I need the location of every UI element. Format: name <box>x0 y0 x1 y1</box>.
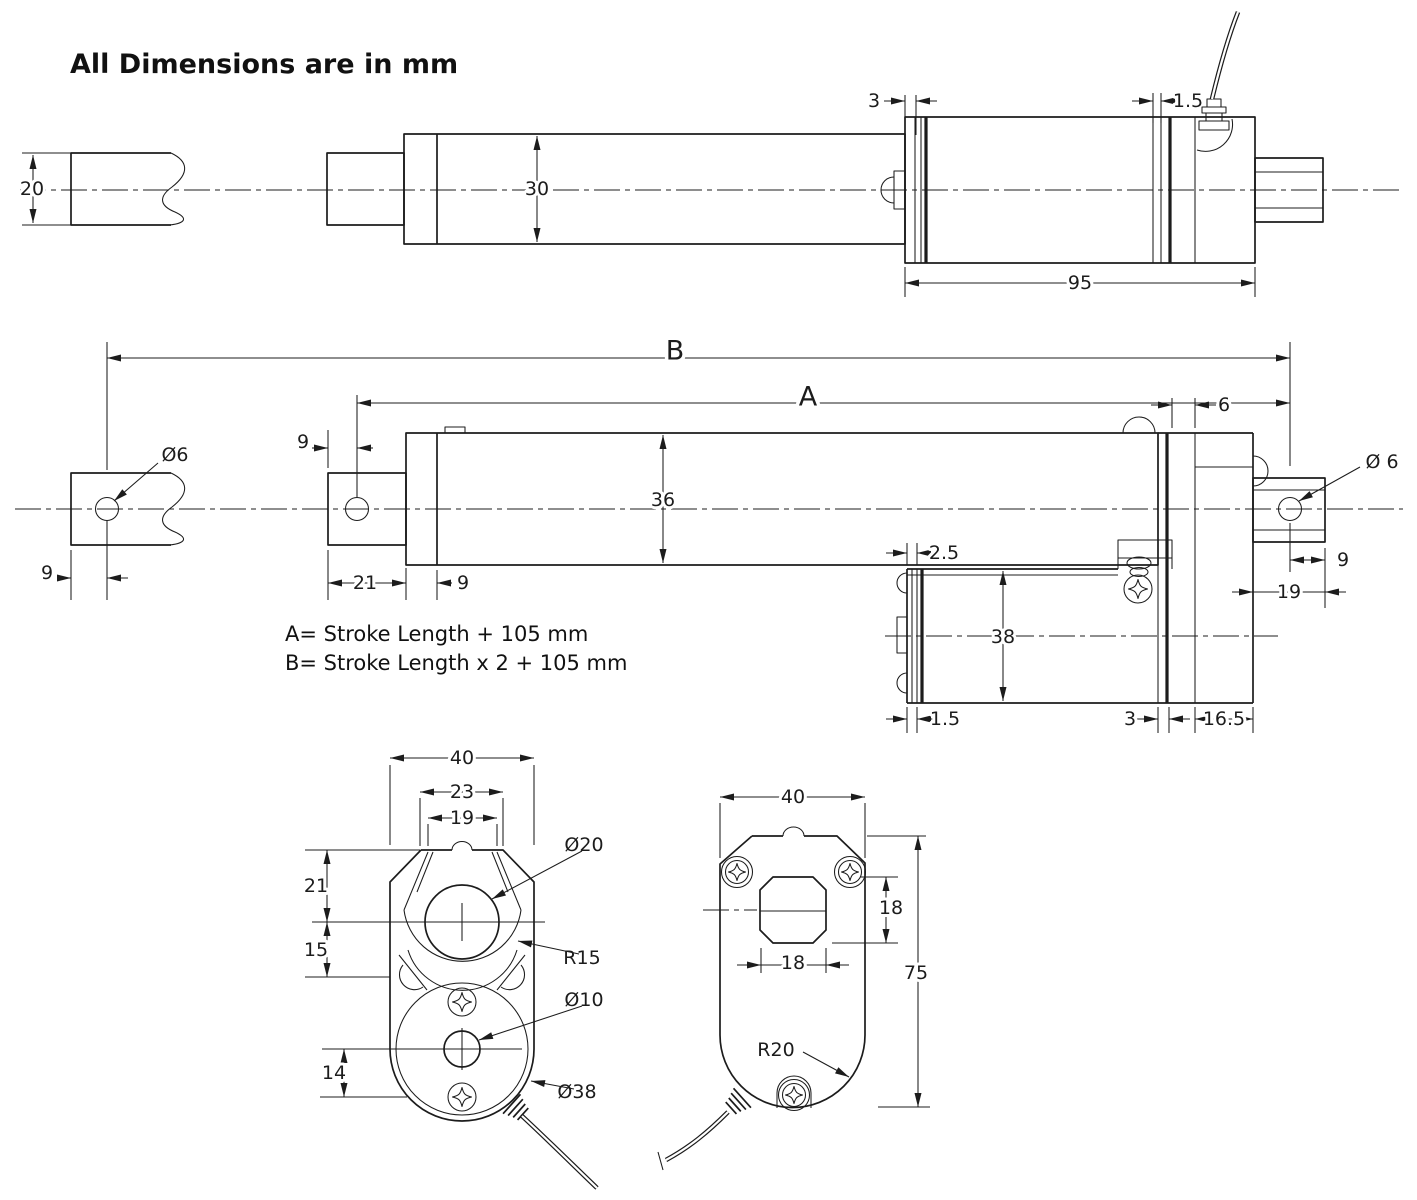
page-title: All Dimensions are in mm <box>70 49 458 80</box>
dim-end-cap-length: 16.5 <box>1203 708 1245 730</box>
dim-front-clevis-length: 21 <box>353 572 377 594</box>
dim-mount-hole-offset: 9 <box>41 562 53 584</box>
dim-socket-height: 18 <box>879 897 903 919</box>
dim-center-to-screw: 14 <box>322 1062 346 1084</box>
retracted-side-view: 20 30 3 1.5 <box>17 11 1402 297</box>
dim-guide-length: 9 <box>457 572 469 594</box>
dim-motor-plate-gap: 2.5 <box>929 542 959 564</box>
front-end-view: 40 23 19 <box>301 744 607 1190</box>
formula-b: B= Stroke Length x 2 + 105 mm <box>285 651 627 675</box>
label-clevis-radius: R15 <box>563 947 600 969</box>
dim-motor-diameter: 38 <box>991 626 1015 648</box>
dim-motor-length: 95 <box>1068 272 1092 294</box>
rear-end-view: 40 18 18 75 R20 <box>657 783 931 1171</box>
dim-front-hole-offset: 9 <box>297 431 309 453</box>
label-motor-diameter: Ø38 <box>557 1081 596 1103</box>
label-bottom-radius: R20 <box>757 1039 794 1061</box>
dim-body-height: 75 <box>904 962 928 984</box>
dim-gear-plate: 3 <box>1124 708 1136 730</box>
label-rear-hole-diameter: Ø 6 <box>1365 451 1398 473</box>
dim-tube-diameter: 30 <box>525 178 549 200</box>
extended-side-view: B A Ø6 9 9 21 9 <box>15 332 1403 733</box>
dim-front-plate: 3 <box>868 90 880 112</box>
cable-strain-relief-icon <box>502 1093 529 1121</box>
label-front-hole-diameter: Ø6 <box>161 444 188 466</box>
dim-body-width: 40 <box>781 786 805 808</box>
cable-gland-icon <box>1198 98 1230 131</box>
dim-motor-front-plate: 1.5 <box>930 708 960 730</box>
dim-rear-hole-offset: 9 <box>1337 549 1349 571</box>
cable-strain-relief-icon <box>725 1087 752 1115</box>
dim-rear-plate: 1.5 <box>1173 90 1203 112</box>
label-rod-end-diameter: Ø20 <box>564 834 603 856</box>
dim-rear-clevis-length: 19 <box>1277 581 1301 603</box>
power-cable <box>664 1110 730 1163</box>
dim-socket-width: 18 <box>781 952 805 974</box>
formula-a: A= Stroke Length + 105 mm <box>285 622 588 646</box>
dim-body-width: 40 <box>450 747 474 769</box>
dim-tube-diameter: 36 <box>651 489 675 511</box>
dim-end-gap: 6 <box>1218 394 1230 416</box>
dim-top-to-center: 21 <box>304 875 328 897</box>
dim-clevis-inner-width: 19 <box>450 807 474 829</box>
dim-clevis-outer-width: 23 <box>450 781 474 803</box>
dim-center-to-base: 15 <box>304 939 328 961</box>
label-shaft-hole-diameter: Ø10 <box>564 989 603 1011</box>
dim-overall-length-B: B <box>666 336 685 367</box>
dim-clevis-height: 20 <box>20 178 44 200</box>
dim-extended-length-A: A <box>799 382 818 413</box>
